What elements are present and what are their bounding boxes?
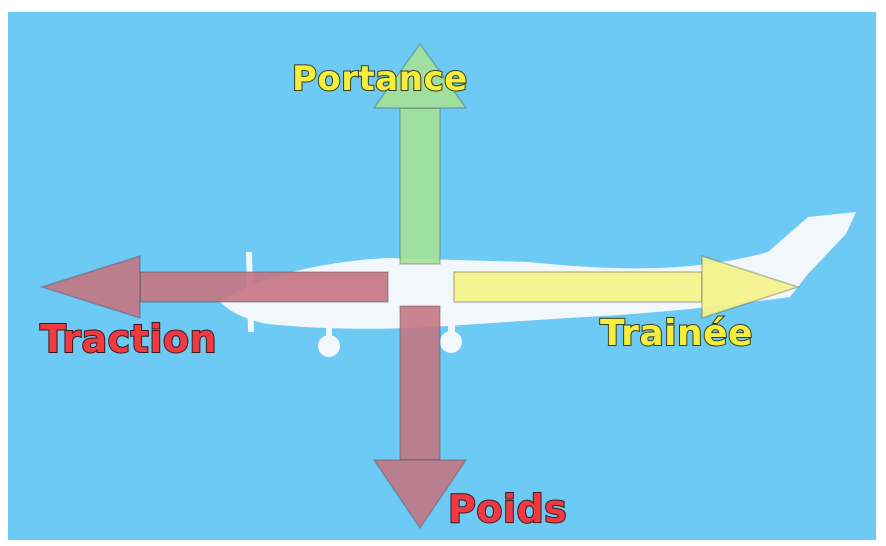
thrust-arrow-head	[39, 254, 141, 320]
lift-label: Portance	[291, 59, 468, 99]
drag-arrow-shaft	[453, 271, 703, 303]
lift-arrow-head	[372, 42, 468, 109]
drag-arrow	[453, 254, 801, 320]
thrust-arrow	[39, 254, 389, 320]
lift-arrow	[372, 42, 468, 265]
thrust-arrow-shaft	[139, 271, 389, 303]
lift-arrow-shaft	[399, 107, 441, 265]
diagram-canvas	[39, 42, 856, 530]
drag-label: Trainée	[599, 313, 753, 354]
airplane-main-wheel	[440, 331, 462, 353]
weight-arrow	[372, 305, 468, 530]
thrust-label: Traction	[39, 317, 218, 361]
weight-arrow-shaft	[399, 305, 441, 461]
weight-arrow-head	[372, 459, 468, 530]
weight-label: Poids	[447, 487, 568, 531]
drag-arrow-head	[701, 254, 801, 320]
airplane-fuselage	[220, 212, 856, 329]
airplane-nose-wheel	[318, 335, 340, 357]
force-diagram: Portance Traction Trainée Poids	[8, 12, 876, 540]
